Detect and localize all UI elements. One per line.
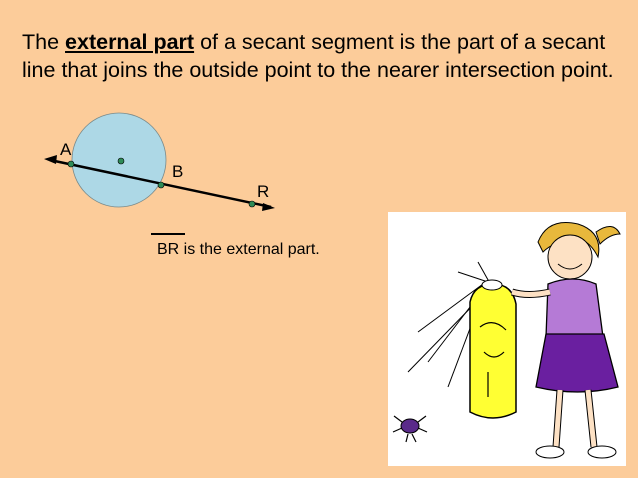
definition-suffix: of a secant segment is the part of a sec… <box>22 30 614 82</box>
girl-icon <box>510 222 621 459</box>
definition-text: The external part of a secant segment is… <box>22 28 622 84</box>
center-point <box>117 157 125 165</box>
label-b: B <box>172 162 184 181</box>
definition-term: external part <box>65 30 195 54</box>
segment-br: BR <box>157 241 180 258</box>
point-b <box>157 181 165 189</box>
caption-text: is the external part. <box>179 241 320 258</box>
arrowhead-right <box>262 203 275 211</box>
label-r: R <box>257 182 270 201</box>
point-a <box>67 160 75 168</box>
definition-prefix: The <box>22 30 66 54</box>
caption: BR is the external part. <box>157 241 320 259</box>
spray-can-icon <box>469 279 517 419</box>
girl-spraying-bug-clipart <box>388 212 626 466</box>
label-a: A <box>60 140 72 159</box>
point-r <box>248 200 256 208</box>
clipart-drawing <box>392 222 621 459</box>
arrowhead-left <box>44 155 57 164</box>
bug-icon <box>392 415 428 443</box>
